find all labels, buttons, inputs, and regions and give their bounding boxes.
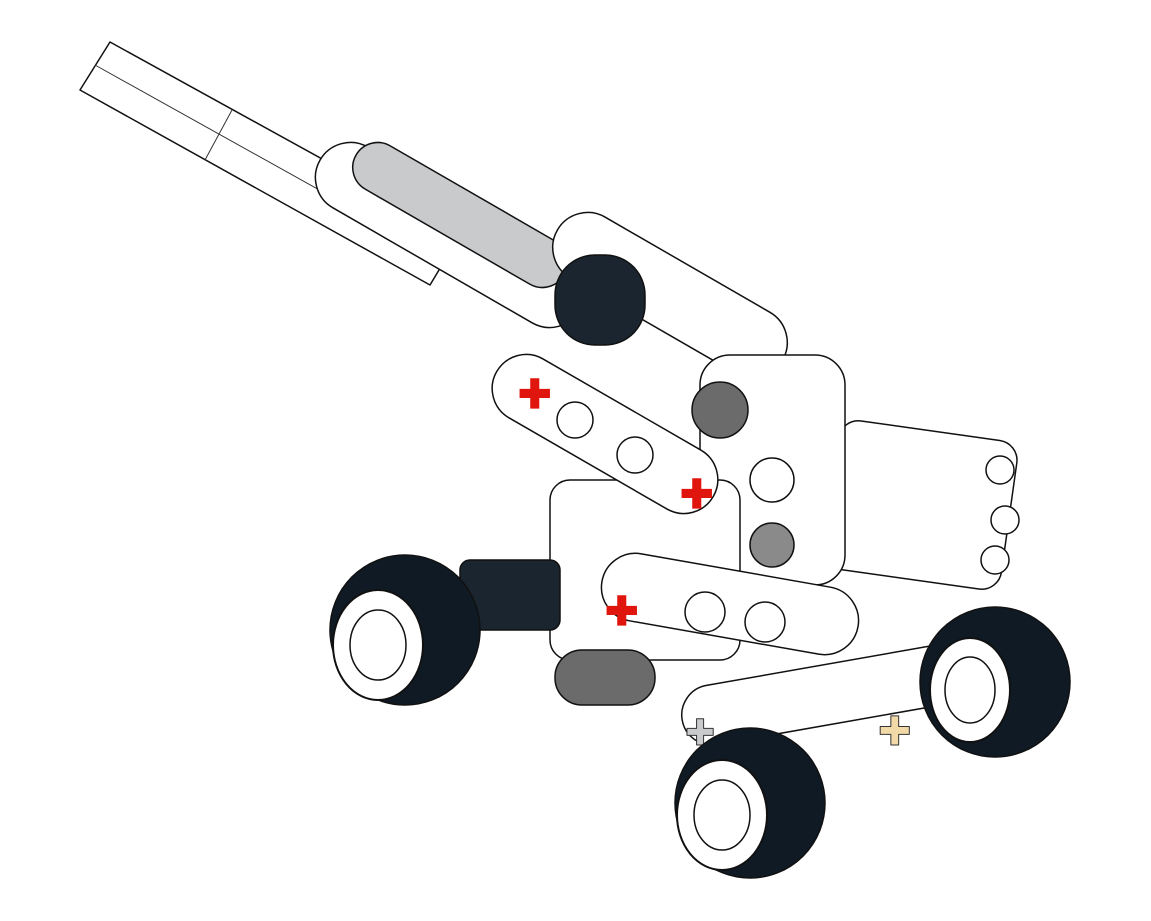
- tan-axle-icon: ✚: [878, 710, 912, 754]
- pin-hole-icon: [616, 436, 654, 474]
- middle-beam: [491, 353, 719, 515]
- motor-stud: [985, 455, 1015, 485]
- tire-icon: [674, 727, 826, 879]
- tire-icon: [329, 554, 481, 706]
- red-pin-icon: ✚: [605, 590, 639, 634]
- black-connector: [554, 254, 646, 346]
- gray-link: [554, 649, 656, 706]
- red-pin-icon: ✚: [518, 373, 552, 417]
- motor-stud: [990, 505, 1020, 535]
- pin-hole-icon: [749, 457, 795, 503]
- lower-beam: [600, 552, 860, 656]
- gear: [691, 381, 749, 439]
- tire-icon: [919, 606, 1071, 758]
- pin-hole-icon: [684, 591, 726, 633]
- motor-stud: [980, 545, 1010, 575]
- red-pin-icon: ✚: [680, 473, 714, 517]
- barrel-seam: [204, 109, 233, 161]
- pin-hole-icon: [556, 401, 594, 439]
- pin-hole-icon: [744, 601, 786, 643]
- axle-hole-icon: [749, 522, 795, 568]
